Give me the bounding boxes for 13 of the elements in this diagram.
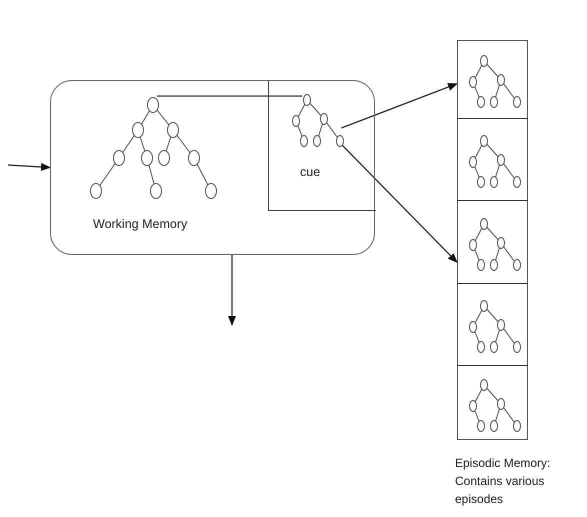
node-label: Episodic Memory: Contains various episodes bbox=[455, 455, 552, 508]
arrow bbox=[228, 255, 236, 326]
arrow bbox=[341, 83, 458, 129]
cue-box bbox=[268, 81, 376, 211]
tree-drawing bbox=[291, 94, 344, 147]
node-label: cue bbox=[300, 165, 320, 179]
arrow bbox=[8, 162, 51, 171]
tree-drawing bbox=[89, 95, 219, 199]
arrow bbox=[341, 144, 458, 263]
episode-column bbox=[457, 40, 528, 440]
connector-line bbox=[156, 95, 302, 97]
working-memory-box bbox=[50, 80, 375, 255]
node-label: Working Memory bbox=[93, 217, 188, 231]
